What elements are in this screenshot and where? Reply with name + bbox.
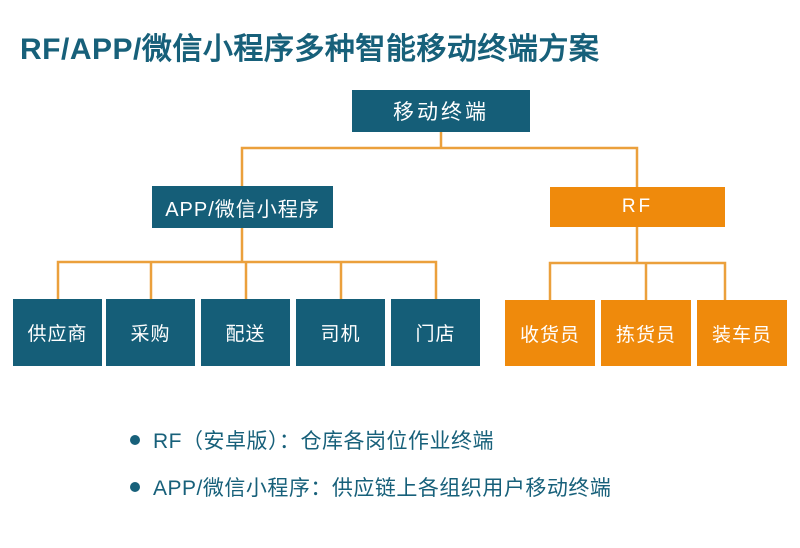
node-mobile-terminal: 移动终端 (352, 90, 530, 132)
node-supplier: 供应商 (13, 299, 102, 366)
bullet-icon (130, 482, 140, 492)
node-picking-clerk: 拣货员 (601, 300, 691, 366)
bullet-icon (130, 435, 140, 445)
node-receiving-clerk: 收货员 (505, 300, 595, 366)
connector-rf-to-leaves (548, 227, 727, 300)
slide-title: RF/APP/微信小程序多种智能移动终端方案 (20, 33, 600, 66)
note-item-app: APP/微信小程序：供应链上各组织用户移动终端 (130, 475, 612, 500)
node-procurement: 采购 (106, 299, 195, 366)
connector-app-to-leaves (56, 228, 438, 299)
node-delivery: 配送 (201, 299, 290, 366)
node-driver: 司机 (296, 299, 385, 366)
node-rf: RF (550, 187, 725, 227)
note-item-rf: RF（安卓版）：仓库各岗位作业终端 (130, 428, 611, 453)
node-store: 门店 (391, 299, 480, 366)
notes-list: RF（安卓版）：仓库各岗位作业终端 APP/微信小程序：供应链上各组织用户移动终… (130, 428, 612, 500)
node-loading-clerk: 装车员 (697, 300, 787, 366)
node-app-miniprogram: APP/微信小程序 (152, 186, 333, 228)
note-text: RF（安卓版）：仓库各岗位作业终端 (153, 430, 494, 453)
note-text: APP/微信小程序：供应链上各组织用户移动终端 (153, 477, 612, 500)
connector-root-to-branches (240, 132, 639, 187)
